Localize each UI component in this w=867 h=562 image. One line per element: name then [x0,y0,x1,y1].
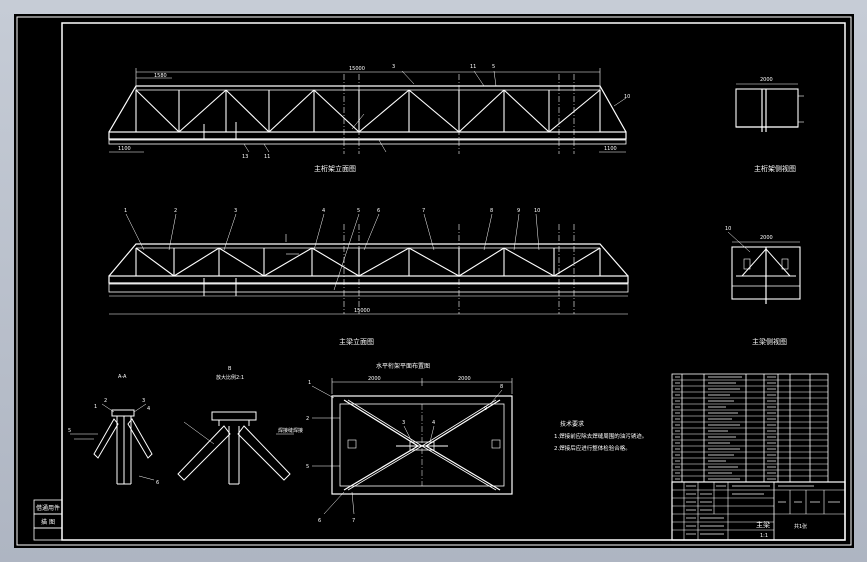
tech-req-title: 技术要求 [560,420,584,428]
inner-border [61,22,846,541]
beam-side-callout: 10 [725,226,731,232]
section-aa [70,403,155,485]
truss-callout-3: 5 [492,64,495,70]
truss-dim-1: 1580 [154,73,167,79]
plan-callouts: 1 2 3 4 5 6 7 8 9 [306,380,503,524]
section-bb [177,411,294,485]
truss-callout-1: 3 [392,64,395,70]
beam-callout-1: 1 [124,208,127,214]
stamp-row1: 借通用件 [36,504,60,512]
aa-callout-2: 2 [104,398,107,404]
tech-req-item-1: 1.焊接前应除去焊缝周围的油污锈迹。 [554,432,647,440]
main-beam-side [727,231,801,304]
stamp-row2: 描 图 [41,518,55,526]
drawing-scale: 1:1 [760,533,768,539]
beam-elevation-caption: 主梁立面图 [339,337,374,346]
plan-callout-1: 1 [308,380,311,386]
beam-callout-10: 10 [534,208,540,214]
drawing-sheet: 借通用件 描 图 [14,14,854,548]
aa-callout-5: 5 [68,428,71,434]
sheet-count: 共1张 [794,523,807,530]
plan-callout-6: 6 [318,518,321,524]
aa-callout-4: 4 [147,406,150,412]
beam-side-caption: 主梁侧视图 [752,337,787,346]
plan-callout-2: 2 [306,416,309,422]
beam-callout-3: 3 [234,208,237,214]
plan-dim-1: 2000 [368,376,381,382]
plan-dim-2: 2000 [458,376,471,382]
plan-callout-7: 7 [352,518,355,524]
plan-callout-8: 8 [500,384,503,390]
main-truss-elevation [108,68,627,154]
left-stamp [33,499,63,541]
beam-callout-2: 2 [174,208,177,214]
beam-callout-5: 5 [357,208,360,214]
truss-side-caption: 主桁架侧视图 [754,164,796,173]
main-truss-side [735,83,804,132]
plan-view [311,378,513,515]
section-aa-caption: A-A [118,374,127,380]
section-bb-subcaption: 放大比例2:1 [216,374,244,381]
section-bb-note: 焊接缝焊接 [278,427,303,434]
plan-callout-5: 5 [306,464,309,470]
beam-callout-8: 8 [490,208,493,214]
truss-dim-4: 1100 [604,146,617,152]
truss-callout-5: 13 [242,154,248,160]
section-bb-caption: B [228,366,232,372]
truss-side-dim: 2000 [760,77,773,83]
plan-callout-9: 9 [484,406,487,412]
parts-list-text-marks [675,376,776,480]
truss-elevation-caption: 主桁架立面图 [314,164,356,173]
aa-callout-1: 1 [94,404,97,410]
plan-callout-4: 4 [432,420,435,426]
beam-callout-9: 9 [517,208,520,214]
outer-border [16,16,852,546]
plan-view-caption: 水平桁架平面布置图 [376,362,430,370]
aa-callout-6: 6 [156,480,159,486]
drawing-name: 主梁 [756,520,770,529]
plan-callout-3: 3 [402,420,405,426]
truss-callout-4: 10 [624,94,630,100]
beam-callout-4: 4 [322,208,325,214]
beam-side-dim: 2000 [760,235,773,241]
truss-dim-3: 1100 [118,146,131,152]
beam-callouts: 1 2 3 4 5 6 7 8 9 10 [124,208,540,214]
parts-list-rows [672,379,828,477]
truss-callout-6: 11 [264,154,270,160]
beam-callout-6: 6 [377,208,380,214]
truss-callout-2: 11 [470,64,476,70]
truss-dim-2: 15000 [349,66,365,72]
aa-callout-3: 3 [142,398,145,404]
title-block-marks [686,485,840,535]
cad-drawing: 借通用件 描 图 [16,16,852,546]
beam-callout-7: 7 [422,208,425,214]
main-beam-elevation [108,213,629,315]
title-block [671,481,846,541]
tech-req-item-2: 2.焊接后应进行整体检验合格。 [554,444,631,452]
beam-dim: 15000 [354,308,370,314]
